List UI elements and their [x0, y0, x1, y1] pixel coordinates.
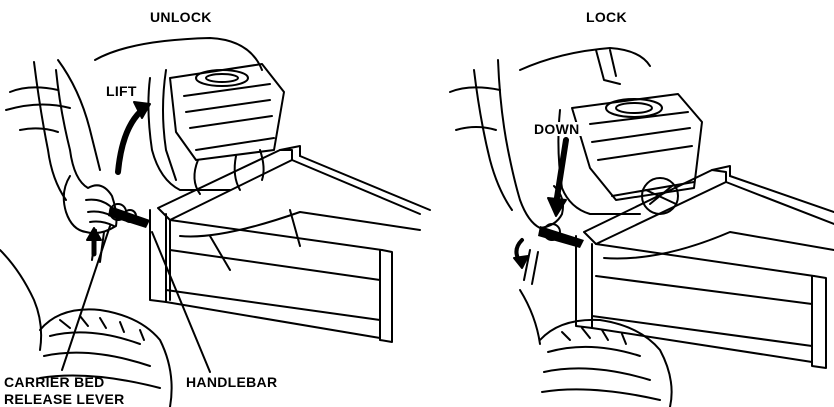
left-rear-arc	[94, 37, 263, 71]
right-carrier-bed	[575, 165, 834, 369]
lift-callout: LIFT	[104, 83, 139, 99]
unlock-panel-drawing	[0, 37, 431, 407]
right-wheel	[519, 289, 673, 407]
right-release-lever-drawing	[513, 223, 584, 285]
lift-arrow	[115, 109, 143, 175]
left-wheel	[0, 249, 173, 407]
down-callout: DOWN	[532, 121, 582, 137]
right-engine	[557, 93, 703, 215]
left-engine	[147, 63, 285, 195]
left-carrier-bed	[149, 145, 431, 343]
handlebar-label: HANDLEBAR	[186, 374, 278, 390]
lever-leader-line	[61, 225, 111, 371]
carrier-bed-release-lever-label-line1: CARRIER BED	[4, 374, 105, 390]
down-arrow	[553, 137, 569, 207]
carrier-bed-release-lever-drawing	[86, 203, 150, 263]
unlock-title: UNLOCK	[150, 9, 212, 25]
right-rear-arc	[519, 47, 651, 71]
lock-title: LOCK	[586, 9, 627, 25]
right-operator-arm	[497, 59, 564, 229]
carrier-bed-release-lever-label-line2: RELEASE LEVER	[4, 391, 125, 407]
lock-panel-drawing	[449, 47, 834, 407]
handlebar-leader-line	[151, 231, 211, 373]
